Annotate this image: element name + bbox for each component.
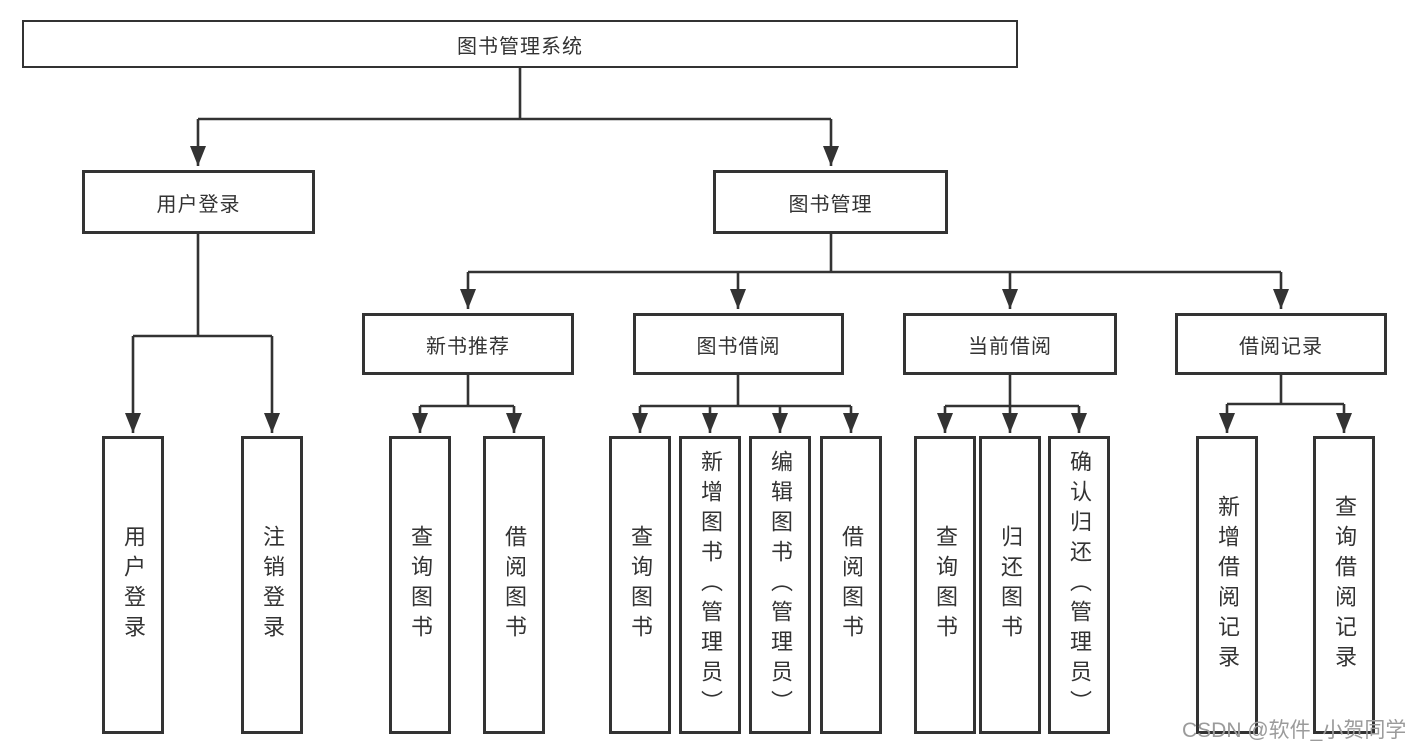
leaf-logout-label: 注销登录: [260, 525, 285, 645]
leaf-confirm-return-admin-label: 确认归还（管理员）: [1067, 450, 1092, 720]
node-book-management-branch: 图书管理: [713, 170, 948, 234]
leaf-borrow-books-1: 借阅图书: [483, 436, 545, 734]
leaf-edit-books-admin: 编辑图书（管理员）: [749, 436, 811, 734]
leaf-add-books-admin-label: 新增图书（管理员）: [698, 450, 723, 720]
leaf-query-books-3-label: 查询图书: [933, 525, 958, 645]
node-book-borrowing: 图书借阅: [633, 313, 844, 375]
node-library-management-system: 图书管理系统: [22, 20, 1018, 68]
node-user-login-branch: 用户登录: [82, 170, 315, 234]
leaf-user-login-label: 用户登录: [121, 525, 146, 645]
leaf-return-books-label: 归还图书: [998, 525, 1023, 645]
csdn-watermark: CSDN @软件_小贺同学: [1182, 719, 1405, 742]
leaf-query-borrow-record-label: 查询借阅记录: [1332, 495, 1357, 675]
node-new-book-recommendation: 新书推荐: [362, 313, 574, 375]
leaf-borrow-books-2: 借阅图书: [820, 436, 882, 734]
leaf-add-borrow-record: 新增借阅记录: [1196, 436, 1258, 734]
leaf-logout: 注销登录: [241, 436, 303, 734]
leaf-edit-books-admin-label: 编辑图书（管理员）: [768, 450, 793, 720]
leaf-query-books-1-label: 查询图书: [408, 525, 433, 645]
leaf-add-books-admin: 新增图书（管理员）: [679, 436, 741, 734]
leaf-borrow-books-2-label: 借阅图书: [839, 525, 864, 645]
leaf-query-borrow-record: 查询借阅记录: [1313, 436, 1375, 734]
leaf-user-login: 用户登录: [102, 436, 164, 734]
leaf-add-borrow-record-label: 新增借阅记录: [1215, 495, 1240, 675]
leaf-confirm-return-admin: 确认归还（管理员）: [1048, 436, 1110, 734]
node-borrowing-records: 借阅记录: [1175, 313, 1387, 375]
leaf-query-books-1: 查询图书: [389, 436, 451, 734]
leaf-query-books-2: 查询图书: [609, 436, 671, 734]
leaf-query-books-3: 查询图书: [914, 436, 976, 734]
node-current-borrowing: 当前借阅: [903, 313, 1117, 375]
leaf-query-books-2-label: 查询图书: [628, 525, 653, 645]
leaf-return-books: 归还图书: [979, 436, 1041, 734]
leaf-borrow-books-1-label: 借阅图书: [502, 525, 527, 645]
